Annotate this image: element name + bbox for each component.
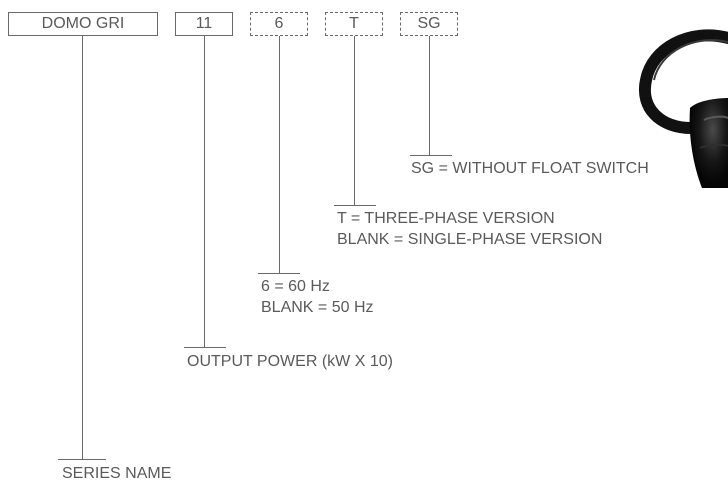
float-switch-leader-line — [429, 36, 430, 156]
series-underline — [58, 459, 106, 460]
frequency-underline — [258, 273, 300, 274]
series-leader-line — [82, 36, 83, 460]
frequency-description-line1: 6 = 60 Hz — [261, 278, 330, 295]
frequency-leader-line — [279, 36, 280, 274]
pump-cable-plug-image — [630, 28, 728, 188]
frequency-description-line2: BLANK = 50 Hz — [261, 299, 374, 316]
code-box-series: DOMO GRI — [8, 12, 158, 36]
output-power-description: OUTPUT POWER (kW X 10) — [187, 353, 393, 370]
phase-leader-line — [354, 36, 355, 206]
phase-description-line2: BLANK = SINGLE-PHASE VERSION — [337, 231, 603, 248]
code-box-phase: T — [325, 12, 383, 36]
float-switch-underline — [410, 155, 452, 156]
phase-underline — [334, 205, 376, 206]
code-box-float-switch: SG — [400, 12, 458, 36]
code-box-frequency: 6 — [250, 12, 308, 36]
phase-description-line1: T = THREE-PHASE VERSION — [337, 210, 555, 227]
float-switch-description: SG = WITHOUT FLOAT SWITCH — [411, 160, 649, 177]
power-leader-line — [204, 36, 205, 348]
series-name-description: SERIES NAME — [62, 465, 172, 482]
code-box-power: 11 — [175, 12, 233, 36]
power-underline — [184, 347, 226, 348]
